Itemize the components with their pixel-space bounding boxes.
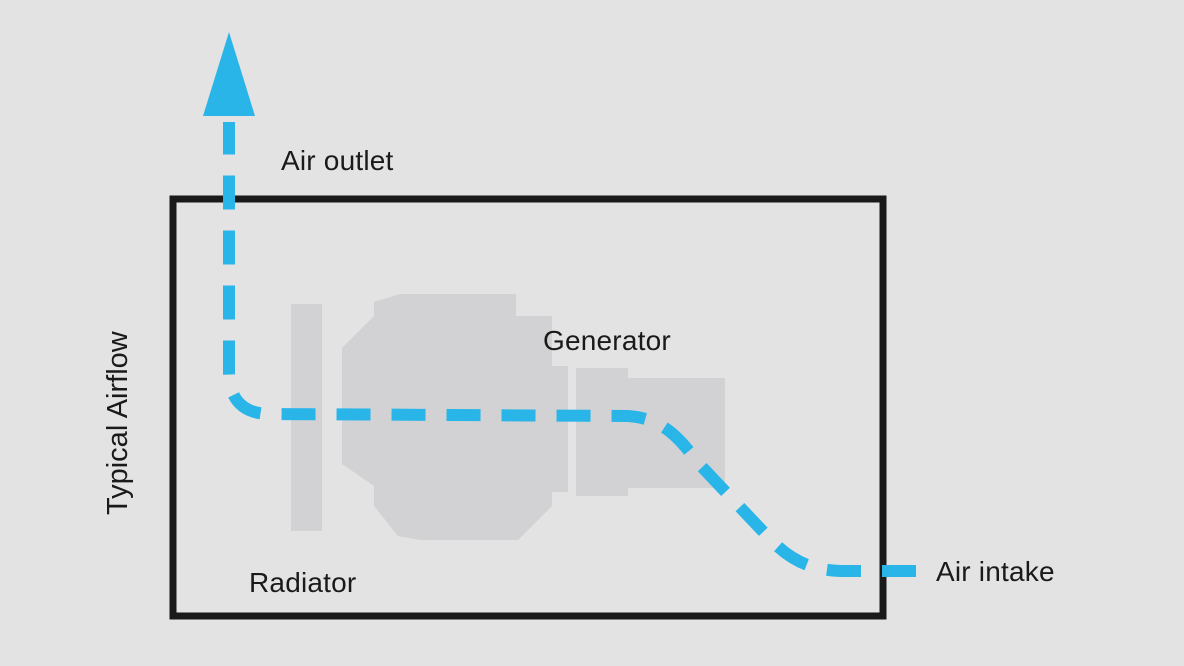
airflow-arrow-icon (203, 32, 255, 116)
air-intake-label: Air intake (936, 556, 1055, 587)
radiator-label: Radiator (249, 567, 357, 598)
airflow-path (223, 122, 916, 577)
air-outlet-label: Air outlet (281, 145, 394, 176)
coupling-silhouette (576, 368, 628, 496)
enclosure-outline (169, 195, 887, 620)
typical-airflow-title: Typical Airflow (102, 331, 134, 515)
generator-label: Generator (543, 325, 671, 356)
